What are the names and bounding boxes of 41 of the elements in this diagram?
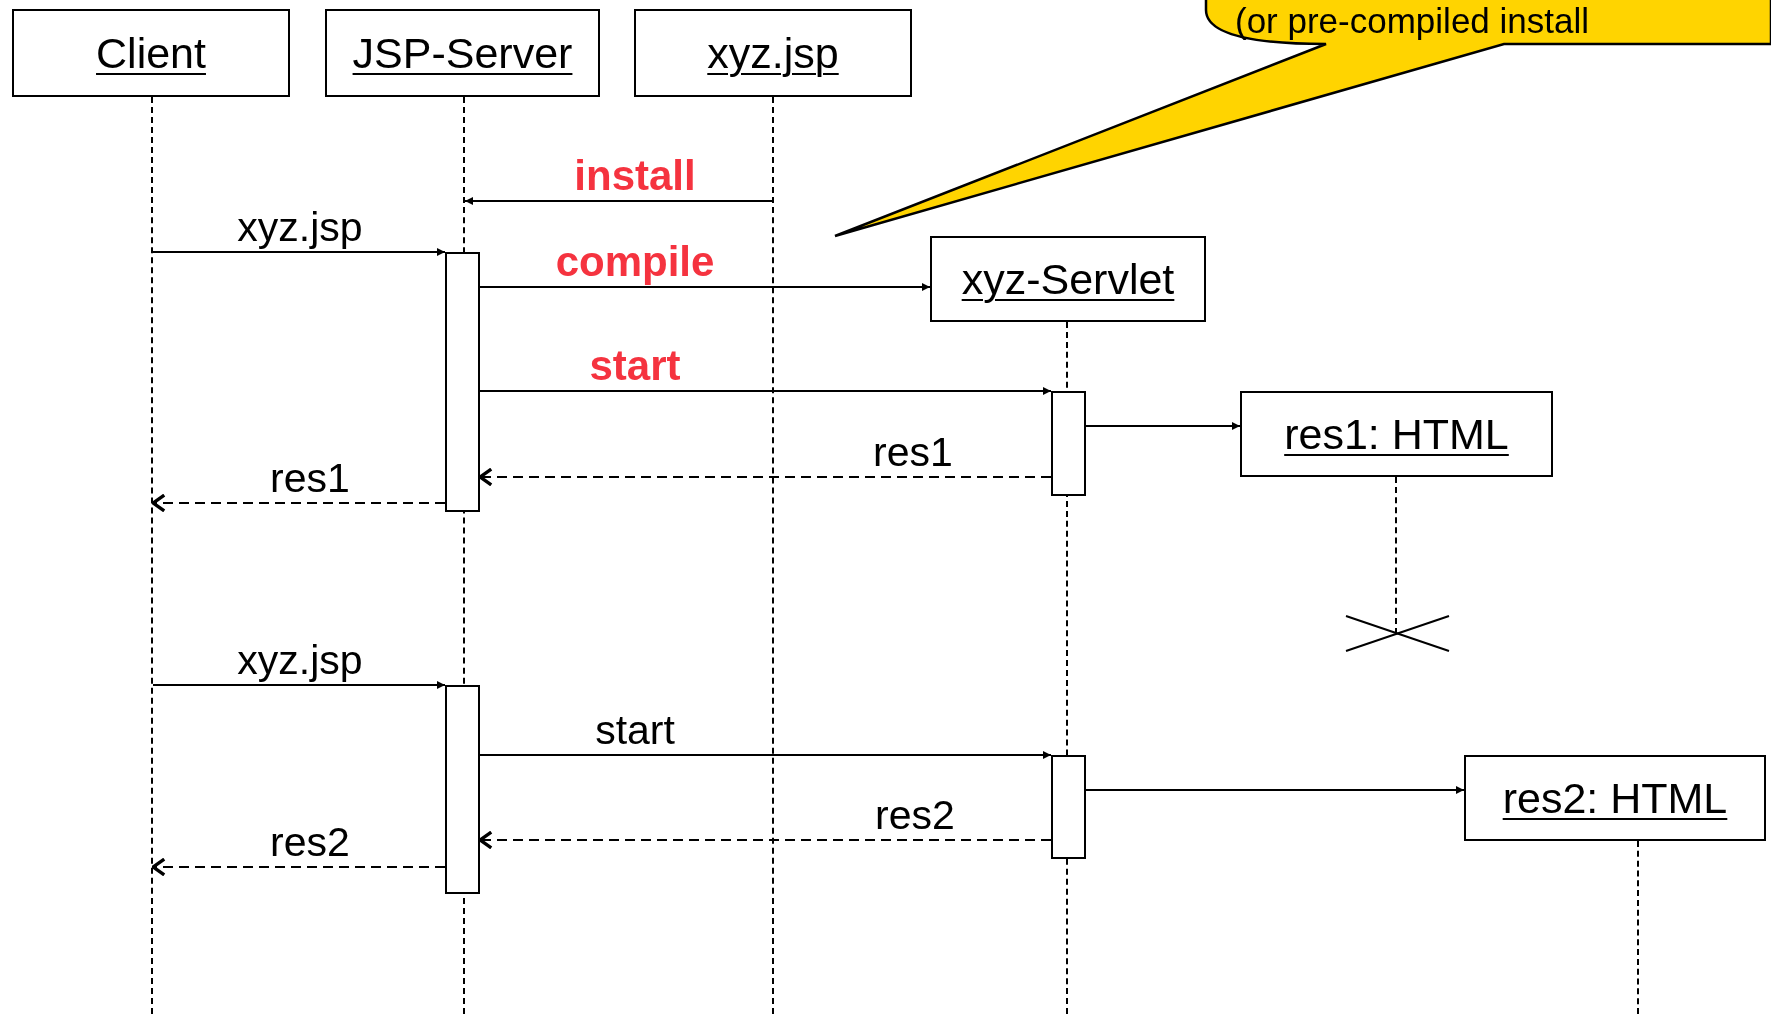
object-name: JSP-Server [352,28,573,78]
object-box [1240,391,1553,477]
message-label: start [588,345,682,390]
lifeline [151,97,153,1014]
message-label: install [573,155,697,200]
message-arrow [479,751,1052,759]
callout-text: (or pre-compiled install [1235,1,1590,41]
message-label: start [594,710,676,754]
activation-bar [1051,391,1086,496]
message-arrow [1085,786,1465,794]
object-name: xyz.jsp [707,28,839,78]
return-arrow [151,857,446,877]
object-box [12,9,290,97]
message-arrow [464,197,773,205]
lifeline [772,97,774,1014]
message-arrow [152,248,446,256]
message-label: res1 [872,432,954,476]
activation-bar [445,685,480,894]
object-box [1464,755,1766,841]
lifeline [1395,477,1397,634]
return-arrow [151,493,446,513]
lifeline [1637,841,1639,1014]
message-arrow [479,387,1052,395]
message-label: xyz.jsp [236,207,364,251]
object-name: xyz-Servlet [961,254,1175,304]
object-box [930,236,1206,322]
object-name: Client [96,28,206,78]
message-label: res2 [874,795,956,839]
activation-bar [1051,755,1086,859]
object-box [634,9,912,97]
message-arrow [1085,422,1241,430]
object-name: res1: HTML [1284,409,1509,459]
message-label: res1 [269,458,351,502]
message-label: xyz.jsp [236,640,364,684]
activation-bar [445,252,480,512]
message-arrow [152,681,446,689]
message-label: compile [554,241,716,286]
message-label: res2 [269,822,351,866]
object-box [325,9,600,97]
message-arrow [479,283,931,291]
object-name: res2: HTML [1502,773,1728,823]
